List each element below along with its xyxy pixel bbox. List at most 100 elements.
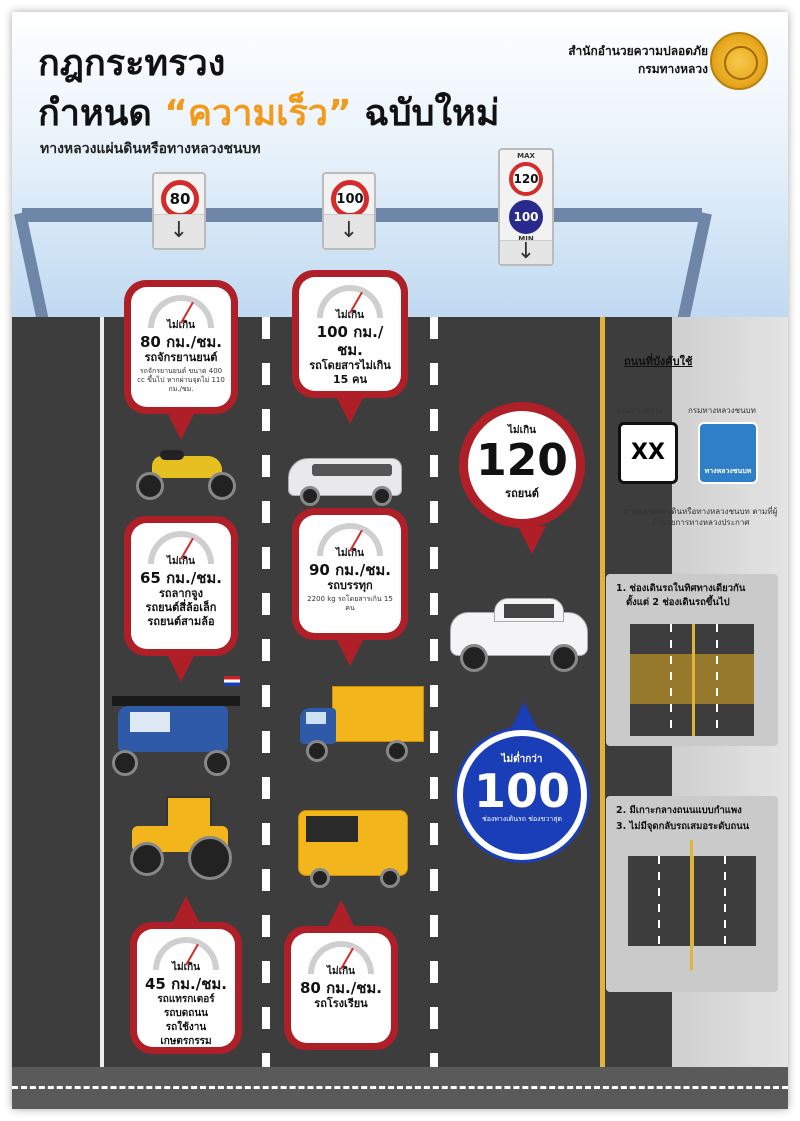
condition-box-1: 1. ช่องเดินรถในทิศทางเดียวกัน ตั้งแต่ 2 … (606, 574, 778, 746)
condition-1-line1: 1. ช่องเดินรถในทิศทางเดียวกัน (616, 583, 746, 594)
multi-lane-diagram (630, 624, 754, 736)
page-title-line2: กำหนด “ความเร็ว” ฉบับใหม่ (38, 84, 499, 141)
agency-line1: สำนักอำนวยความปลอดภัย (568, 44, 708, 58)
gauge-icon (317, 523, 383, 556)
min-sub: ช่องทางเดินรถ ช่องขวาสุด (481, 815, 563, 823)
road-bottom-line (12, 1086, 788, 1089)
card-vehicle: รถบดถนน (164, 1008, 208, 1019)
min-label: ไม่ต่ำกว่า (501, 754, 543, 765)
agency-seal-icon (710, 32, 768, 90)
panel-caption: ทางหลวงแผ่นดินหรือทางหลวงชนบท ตามที่ผู้อ… (623, 507, 778, 527)
max-value: 120 (476, 435, 568, 486)
min-speed-sign-100: ไม่ต่ำกว่า 100 ช่องทางเดินรถ ช่องขวาสุด (457, 730, 587, 860)
car-icon (444, 592, 594, 676)
panel-label-left: กรมทางหลวง (616, 406, 663, 415)
speed-card-truck: ไม่เกิน 90 กม./ชม. รถบรรทุก 2200 kg รถโด… (292, 508, 408, 666)
gauge-icon (317, 285, 383, 318)
card-pointer (336, 638, 364, 666)
max-speed-circle: 120 (509, 162, 543, 196)
page-title-line1: กฎกระทรวง (38, 43, 226, 84)
van-icon (282, 452, 407, 508)
card-vehicle: 15 คน (332, 373, 367, 386)
arrow-down-icon: ↓ (324, 214, 374, 248)
agency-name: สำนักอำนวยความปลอดภัย กรมทางหลวง (568, 42, 708, 78)
truck-icon (294, 682, 426, 770)
card-pointer (172, 896, 200, 924)
gauge-icon (148, 531, 214, 564)
condition-box-2: 2. มีเกาะกลางถนนแบบกำแพง 3. ไม่มีจุดกลับ… (606, 796, 778, 992)
card-vehicle: รถจักรยานยนต์ (144, 351, 218, 364)
gantry-sign-100: 100 ↓ (322, 172, 376, 250)
motorcycle-icon (132, 442, 242, 502)
lane-divider-1 (262, 317, 270, 1067)
card-note: 2200 kg รถโดยสารเกิน 15 คน (307, 595, 393, 612)
card-speed: 100 กม./ชม. (316, 323, 384, 359)
gauge-icon (308, 941, 374, 974)
max-sign-pointer (518, 526, 546, 554)
card-vehicle: รถใช้งานเกษตรกรรม (160, 1022, 212, 1047)
page-subtitle: ทางหลวงแผ่นดินหรือทางหลวงชนบท (40, 141, 261, 157)
card-pointer (336, 396, 364, 424)
condition-2-line: 2. มีเกาะกลางถนนแบบกำแพง (616, 805, 742, 816)
max-label: ไม่เกิน (508, 425, 536, 436)
card-speed: 45 กม./ชม. (144, 975, 227, 993)
card-pointer (167, 412, 195, 440)
infographic-frame: กฎกระทรวง กำหนด “ความเร็ว” ฉบับใหม่ ทางห… (12, 12, 788, 1109)
condition-3-line: 3. ไม่มีจุดกลับรถเสมอระดับถนน (616, 821, 750, 832)
arrow-down-icon: ↓ (500, 240, 552, 264)
card-body: ไม่เกิน 80 กม./ชม. รถโรงเรียน (291, 933, 391, 1043)
max-tag: MAX (517, 152, 535, 160)
card-note: รถจักรยานยนต์ ขนาด 400 cc ขึ้นไป หากผ่าน… (137, 367, 225, 393)
card-vehicle: รถโดยสารไม่เกิน (309, 359, 391, 372)
card-vehicle: รถลากจูง (159, 587, 203, 600)
gauge-icon (148, 295, 214, 328)
card-vehicle: รถแทรกเตอร์ (157, 994, 215, 1005)
card-body: ไม่เกิน 100 กม./ชม. รถโดยสารไม่เกิน 15 ค… (299, 277, 401, 391)
card-speed: 65 กม./ชม. (139, 569, 222, 587)
min-tag: MIN (518, 235, 534, 243)
center-yellow-line (600, 317, 605, 1067)
gantry-sign-80: 80 ↓ (152, 172, 206, 250)
card-body: ไม่เกิน 80 กม./ชม. รถจักรยานยนต์ รถจักรย… (131, 287, 231, 407)
card-vehicle: รถโรงเรียน (314, 997, 368, 1010)
speed-limit-circle: 100 (331, 180, 369, 218)
title-suffix: ฉบับใหม่ (351, 93, 500, 134)
min-value: 100 (473, 764, 571, 818)
gantry-sign-120-100: MAX 120 100 MIN ↓ (498, 148, 554, 266)
speed-card-tuktuk: ไม่เกิน 65 กม./ชม. รถลากจูง รถยนต์สี่ล้อ… (124, 516, 238, 682)
highway-route-sign-icon: XX (618, 422, 678, 484)
speed-card-van: ไม่เกิน 100 กม./ชม. รถโดยสารไม่เกิน 15 ค… (292, 270, 408, 424)
agency-line2: กรมทางหลวง (638, 62, 708, 76)
min-speed-circle: 100 (509, 200, 543, 234)
lane-edge-line (100, 317, 104, 1067)
speed-card-schoolbus: ไม่เกิน 80 กม./ชม. รถโรงเรียน (284, 900, 398, 1050)
panel-label-right: กรมทางหลวงชนบท (688, 406, 756, 415)
card-speed: 80 กม./ชม. (139, 333, 222, 351)
card-vehicle: รถยนต์สี่ล้อเล็ก (145, 601, 217, 614)
tuktuk-icon (106, 672, 246, 782)
card-body: ไม่เกิน 45 กม./ชม. รถแทรกเตอร์ รถบดถนน ร… (137, 929, 235, 1047)
card-vehicle: รถยนต์สามล้อ (147, 615, 215, 628)
max-sub: รถยนต์ (505, 487, 539, 500)
speed-card-motorcycle: ไม่เกิน 80 กม./ชม. รถจักรยานยนต์ รถจักรย… (124, 280, 238, 440)
card-pointer (327, 900, 355, 928)
speed-card-tractor: ไม่เกิน 45 กม./ชม. รถแทรกเตอร์ รถบดถนน ร… (130, 896, 242, 1054)
tractor-icon (126, 792, 236, 884)
min-sign-pointer (510, 702, 538, 730)
panel-title: ถนนที่บังคับใช้ (624, 355, 693, 368)
condition-1-line2: ตั้งแต่ 2 ช่องเดินรถขึ้นไป (626, 597, 730, 608)
schoolbus-icon (292, 802, 412, 892)
card-body: ไม่เกิน 90 กม./ชม. รถบรรทุก 2200 kg รถโด… (299, 515, 401, 633)
card-speed: 80 กม./ชม. (299, 979, 382, 997)
card-body: ไม่เกิน 65 กม./ชม. รถลากจูง รถยนต์สี่ล้อ… (131, 523, 231, 649)
title-highlight: “ความเร็ว” (164, 93, 352, 134)
median-arrow-icon (690, 840, 693, 970)
rural-road-sign-icon: ทางหลวงชนบท (698, 422, 758, 484)
arrow-down-icon: ↓ (154, 214, 204, 248)
gauge-icon (153, 937, 219, 970)
card-pointer (167, 654, 195, 682)
card-vehicle: รถบรรทุก (327, 579, 373, 592)
max-speed-sign-120: ไม่เกิน 120 รถยนต์ (459, 402, 585, 528)
card-speed: 90 กม./ชม. (308, 561, 391, 579)
speed-limit-circle: 80 (161, 180, 199, 218)
